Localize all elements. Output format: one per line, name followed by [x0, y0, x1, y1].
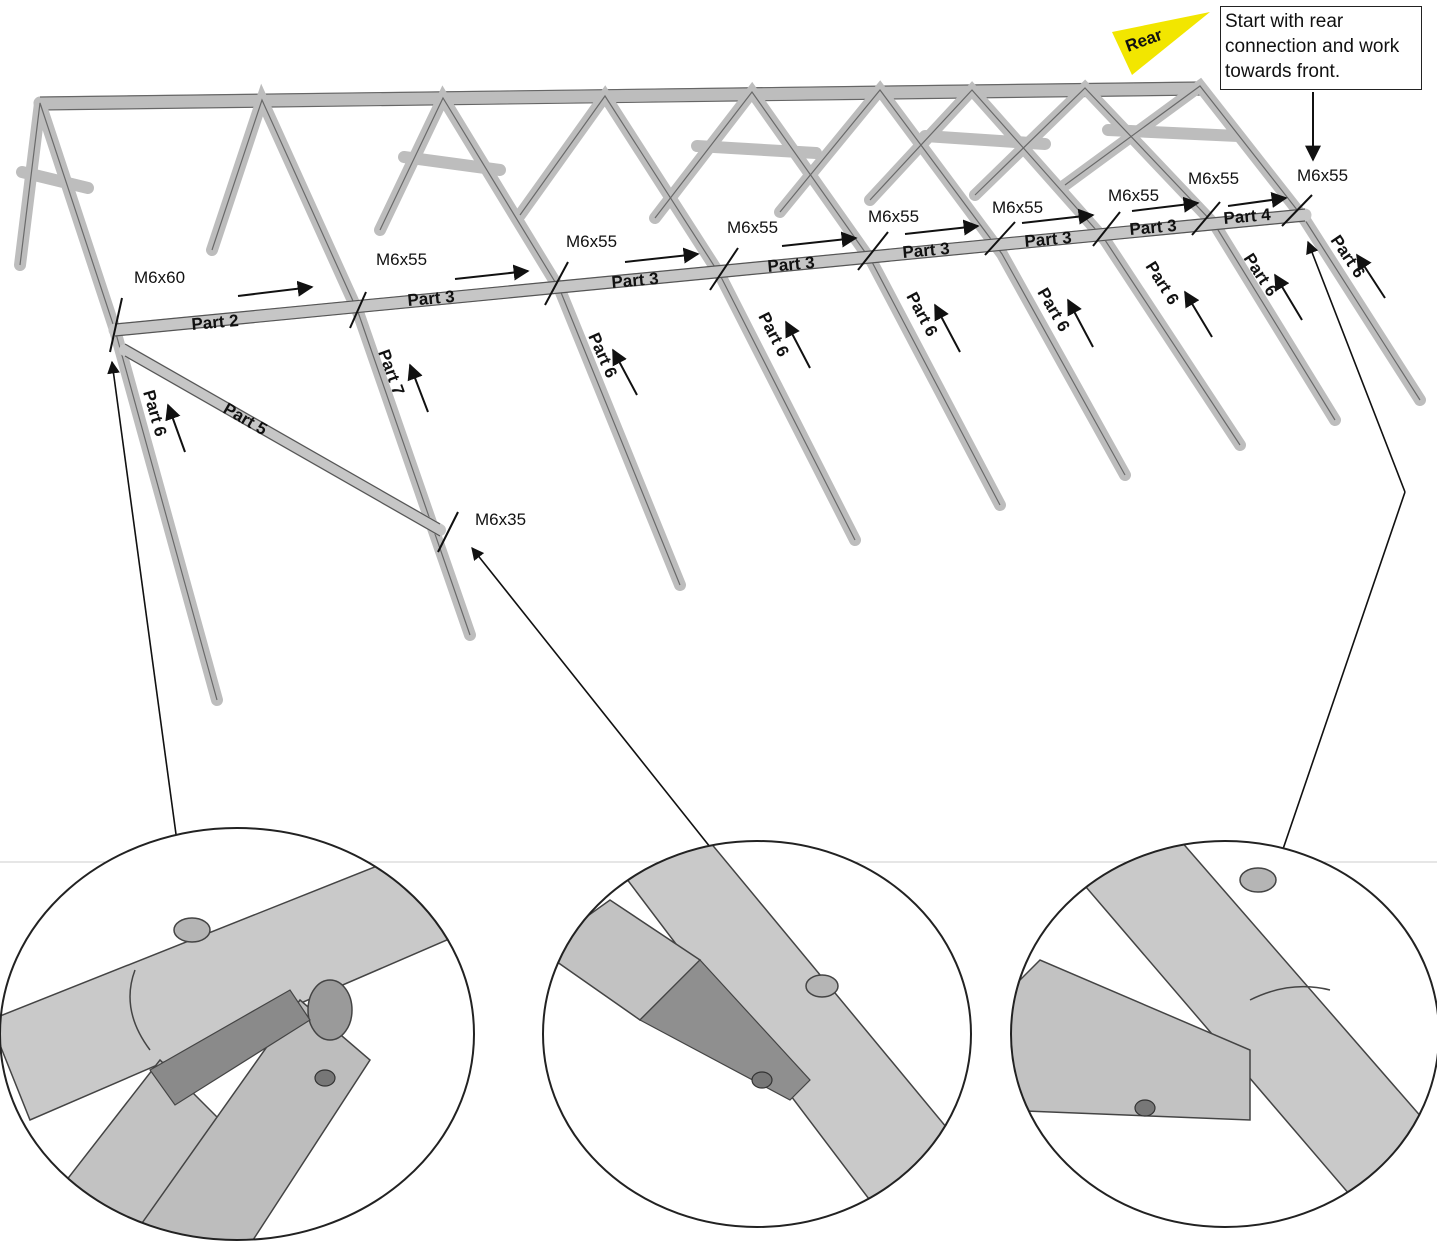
label-bolt-m6x55: M6x55	[868, 207, 919, 226]
instruction-note: Start with rear connection and work towa…	[1220, 6, 1422, 90]
label-part-3: Part 3	[1024, 228, 1073, 251]
label-bolt-m6x55: M6x55	[1188, 169, 1239, 188]
frame-rafter-outlines	[19, 85, 1421, 701]
rear-tag: Rear	[1112, 12, 1210, 75]
label-part-3: Part 3	[767, 253, 816, 276]
detail-circle-right	[1010, 840, 1437, 1228]
detail-circle-center	[542, 840, 972, 1228]
bolt-labels: M6x60 M6x55 M6x55 M6x55 M6x55 M6x55 M6x5…	[134, 166, 1348, 529]
label-part-5: Part 5	[220, 399, 270, 439]
label-part-3: Part 3	[407, 287, 456, 310]
label-bolt-m6x55: M6x55	[727, 218, 778, 237]
detail-circle-left	[0, 827, 475, 1241]
bolt-markers	[109, 194, 1313, 553]
label-part-3: Part 3	[1129, 216, 1178, 239]
label-bolt-m6x55: M6x55	[1297, 166, 1348, 185]
label-bolt-m6x60: M6x60	[134, 268, 185, 287]
label-part-3: Part 3	[611, 269, 660, 292]
label-bolt-m6x55: M6x55	[566, 232, 617, 251]
label-bolt-m6x55: M6x55	[376, 250, 427, 269]
label-part-2: Part 2	[191, 311, 240, 334]
label-bolt-m6x55: M6x55	[992, 198, 1043, 217]
label-part-3: Part 3	[902, 239, 951, 262]
label-bolt-m6x35: M6x35	[475, 510, 526, 529]
frame-background	[33, 81, 1207, 111]
label-bolt-m6x55: M6x55	[1108, 186, 1159, 205]
label-part-4: Part 4	[1223, 205, 1272, 228]
